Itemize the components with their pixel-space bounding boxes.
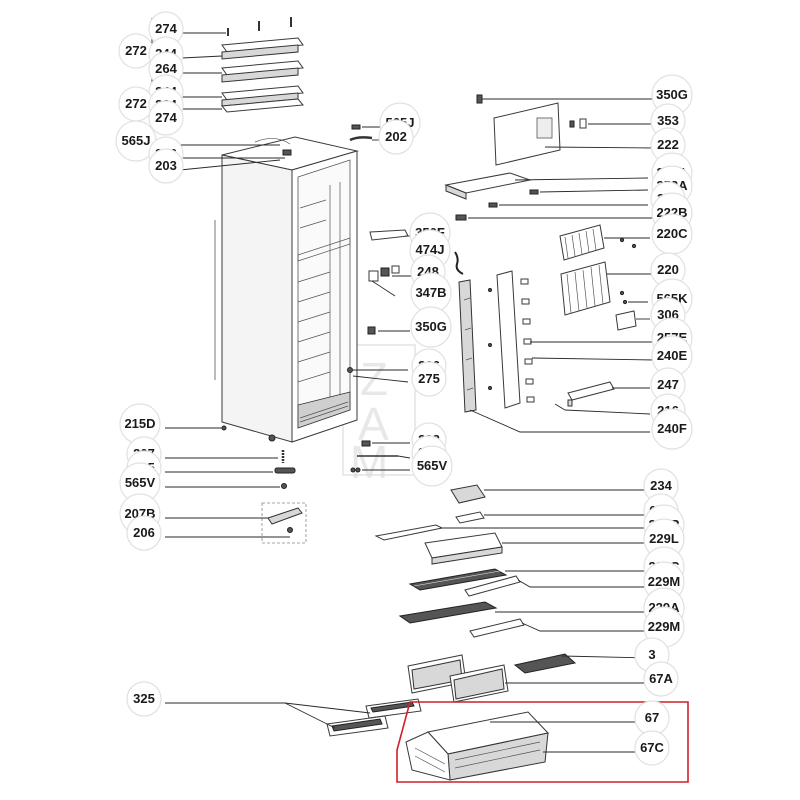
egg-tray-234: [450, 484, 486, 504]
label-text: 229M: [648, 619, 681, 634]
part-label-272-mid: 272: [118, 86, 154, 122]
label-text: 234: [650, 478, 672, 493]
part-label-565j-left: 565J: [115, 120, 157, 162]
label-text: 220C: [656, 226, 688, 241]
label-circle: [410, 306, 452, 348]
trim-bar-264-top: [221, 60, 304, 76]
grid-3: [513, 653, 577, 674]
trim-bar-244-mid: [221, 85, 304, 101]
label-text: 220: [657, 262, 679, 277]
label-text: 274: [155, 21, 177, 36]
part-label-220c: 220C: [651, 213, 693, 255]
part-label-67c: 67C: [634, 730, 670, 766]
label-text: 229M: [648, 574, 681, 589]
highlight-frame: [396, 701, 689, 783]
right-middle-parts: [458, 224, 656, 433]
middle-small-parts: [347, 124, 464, 473]
part-label-565v-right: 565V: [411, 445, 453, 487]
part-label-240e: 240E: [651, 335, 693, 377]
shelf-229c: [408, 568, 508, 591]
part-label-202: 202: [378, 119, 414, 155]
label-text: 353: [657, 113, 679, 128]
part-label-247: 247: [650, 367, 686, 403]
part-label-206-bottom: 206: [126, 515, 162, 551]
label-text: 274: [155, 110, 177, 125]
part-label-353: 353: [650, 103, 686, 139]
shelf-229a: [398, 601, 498, 624]
part-label-240f: 240F: [651, 408, 693, 450]
shelf-frame-229r: [374, 524, 444, 541]
right-upper-parts: [444, 94, 656, 221]
label-circle: [651, 408, 693, 450]
label-text: 272: [125, 96, 147, 111]
label-text: 67A: [649, 671, 673, 686]
grille-220c: [559, 224, 605, 261]
label-text: 203: [155, 158, 177, 173]
part-label-67: 67: [634, 700, 670, 736]
label-text: 325: [133, 691, 155, 706]
part-label-347b: 347B: [410, 272, 452, 314]
part-label-275: 275: [411, 361, 447, 397]
door-rail-240f: [458, 279, 477, 413]
grille-220: [560, 261, 611, 316]
label-text: 347B: [415, 285, 446, 300]
label-circle: [643, 661, 679, 697]
part-label-67a: 67A: [643, 661, 679, 697]
label-text: 275: [418, 371, 440, 386]
label-text: 67: [645, 710, 659, 725]
label-circle: [634, 730, 670, 766]
label-text: 229L: [649, 531, 679, 546]
label-text: 215D: [124, 416, 155, 431]
label-text: 3: [648, 647, 655, 662]
label-circle: [411, 445, 453, 487]
label-text: 206: [133, 525, 155, 540]
label-circle: [411, 361, 447, 397]
label-text: 474J: [416, 242, 445, 257]
trim-bar-264-mid: [221, 98, 304, 113]
label-text: 565V: [417, 458, 448, 473]
part-label-203: 203: [148, 148, 184, 184]
cabinet: [214, 136, 359, 443]
label-circle: [148, 148, 184, 184]
label-text: 565V: [125, 475, 156, 490]
part-label-565v-left: 565V: [119, 462, 161, 504]
part-label-325: 325: [126, 681, 162, 717]
highlighted-crisper-drawer: [396, 701, 689, 783]
label-text: 264: [155, 61, 177, 76]
label-circle: [148, 100, 184, 136]
label-text: 565J: [122, 133, 151, 148]
label-text: 247: [657, 377, 679, 392]
label-circle: [126, 515, 162, 551]
rail-247: [567, 381, 615, 401]
label-text: 272: [125, 43, 147, 58]
part-label-274-mid: 274: [148, 100, 184, 136]
label-text: 222: [657, 137, 679, 152]
label-text: 67C: [640, 740, 664, 755]
trim-bar-244-top: [221, 37, 304, 53]
lower-parts: [165, 484, 689, 783]
door-rail-257e: [496, 270, 521, 409]
label-text: 350G: [415, 319, 447, 334]
label-text: 240E: [657, 348, 688, 363]
label-text: 350G: [656, 87, 688, 102]
part-label-274-top: 274: [148, 11, 184, 47]
label-circle: [126, 681, 162, 717]
label-text: 240F: [657, 421, 687, 436]
label-text: 202: [385, 129, 407, 144]
part-labels: 274272244264244272264274565J206203565J20…: [115, 11, 693, 766]
part-label-272-top: 272: [118, 33, 154, 69]
part-label-350g-mid: 350G: [410, 306, 452, 348]
label-circle: [378, 119, 414, 155]
